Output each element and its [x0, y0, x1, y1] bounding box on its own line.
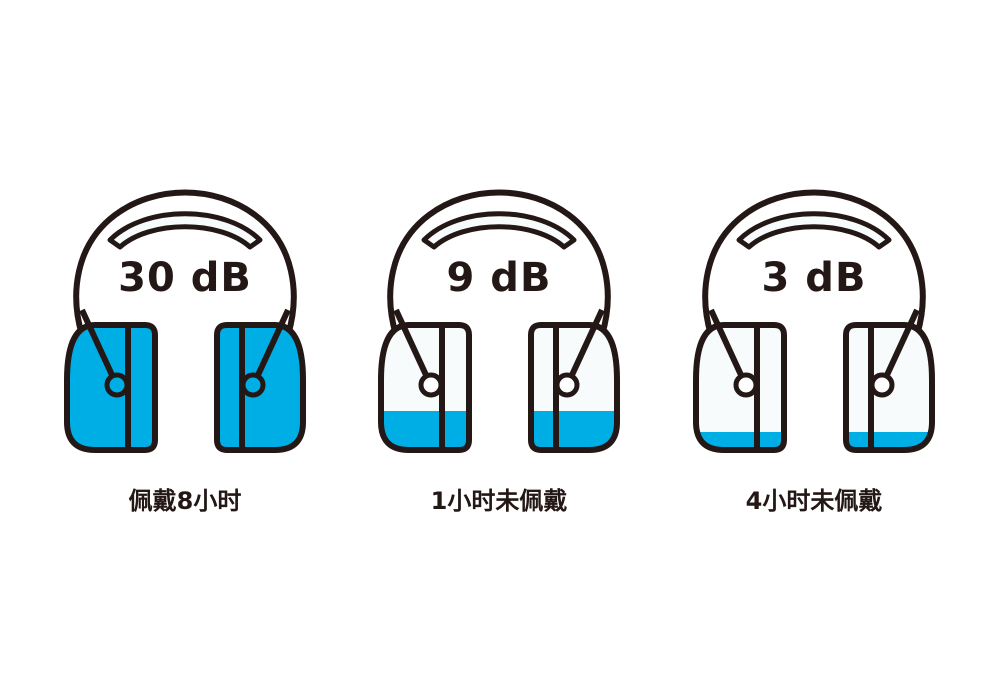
- duration-caption: 1小时未佩戴: [430, 487, 568, 515]
- earmuff-headphones-icon: [64, 189, 306, 453]
- earmuff-item-1: 30 dB 佩戴8小时: [60, 185, 310, 530]
- attenuation-label: 30 dB: [118, 255, 252, 301]
- left-cup-fill: [696, 432, 784, 450]
- earmuff-item-2: 9 dB 1小时未佩戴: [374, 185, 624, 530]
- attenuation-label: 3 dB: [761, 255, 867, 301]
- attenuation-label: 9 dB: [446, 255, 552, 301]
- duration-caption: 佩戴8小时: [128, 487, 242, 515]
- duration-caption: 4小时未佩戴: [745, 487, 883, 515]
- earmuff-headphones-icon: [693, 189, 935, 453]
- left-cup-fill: [381, 411, 469, 450]
- earmuff-item-3: 3 dB 4小时未佩戴: [689, 185, 939, 530]
- right-cup-fill: [531, 411, 617, 450]
- earmuff-headphones-icon: [378, 189, 620, 453]
- right-cup-fill: [846, 432, 932, 450]
